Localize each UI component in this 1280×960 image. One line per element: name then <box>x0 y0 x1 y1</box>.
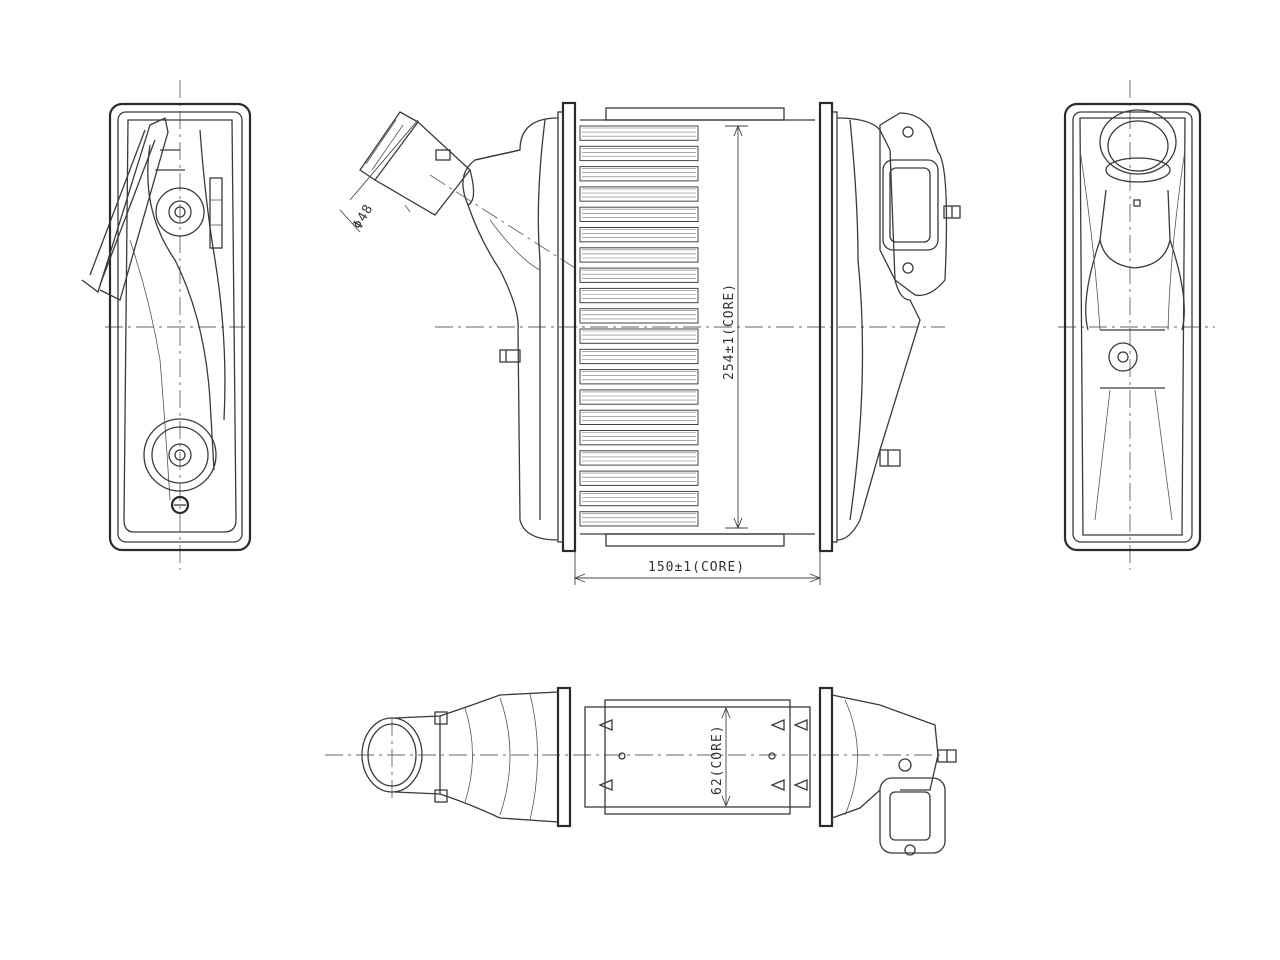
fin-row <box>579 145 699 162</box>
fin-row <box>579 206 699 222</box>
front-view: 254±1(CORE) 150±1(CORE) Φ48 <box>339 101 961 585</box>
fin-row <box>579 227 699 243</box>
top-inlet-pipe <box>361 691 559 823</box>
core-depth-dimension: 62(CORE) <box>710 706 731 808</box>
fin-row <box>579 247 699 263</box>
fin-row <box>579 287 699 304</box>
top-mounting-bracket <box>831 694 957 856</box>
fin-row <box>579 125 699 141</box>
fin-row <box>579 389 699 405</box>
mounting-bracket <box>879 112 961 297</box>
left-side-view <box>81 80 252 570</box>
right-side-view <box>1058 80 1215 570</box>
fin-row <box>579 430 699 446</box>
fin-row <box>579 328 699 344</box>
fin-row <box>579 267 699 283</box>
fin-row <box>579 511 699 527</box>
core-height-dimension: 254±1(CORE) <box>722 124 748 530</box>
pipe-diameter-label: Φ48 <box>350 202 376 232</box>
fin-row <box>579 490 699 507</box>
core-width-label: 150±1(CORE) <box>648 560 745 575</box>
core-fins <box>579 125 699 527</box>
core-width-dimension: 150±1(CORE) <box>573 550 822 585</box>
fin-row <box>579 308 699 324</box>
core-depth-label: 62(CORE) <box>710 724 725 795</box>
fin-row <box>579 470 699 486</box>
fin-row <box>579 369 699 385</box>
fin-row <box>579 186 699 202</box>
fin-row <box>579 409 699 426</box>
fin-row <box>579 348 699 365</box>
inlet-pipe <box>359 111 475 216</box>
top-view: 62(CORE) <box>325 686 957 856</box>
fin-row <box>579 166 699 182</box>
fin-row <box>579 450 699 466</box>
core-height-label: 254±1(CORE) <box>722 283 737 380</box>
